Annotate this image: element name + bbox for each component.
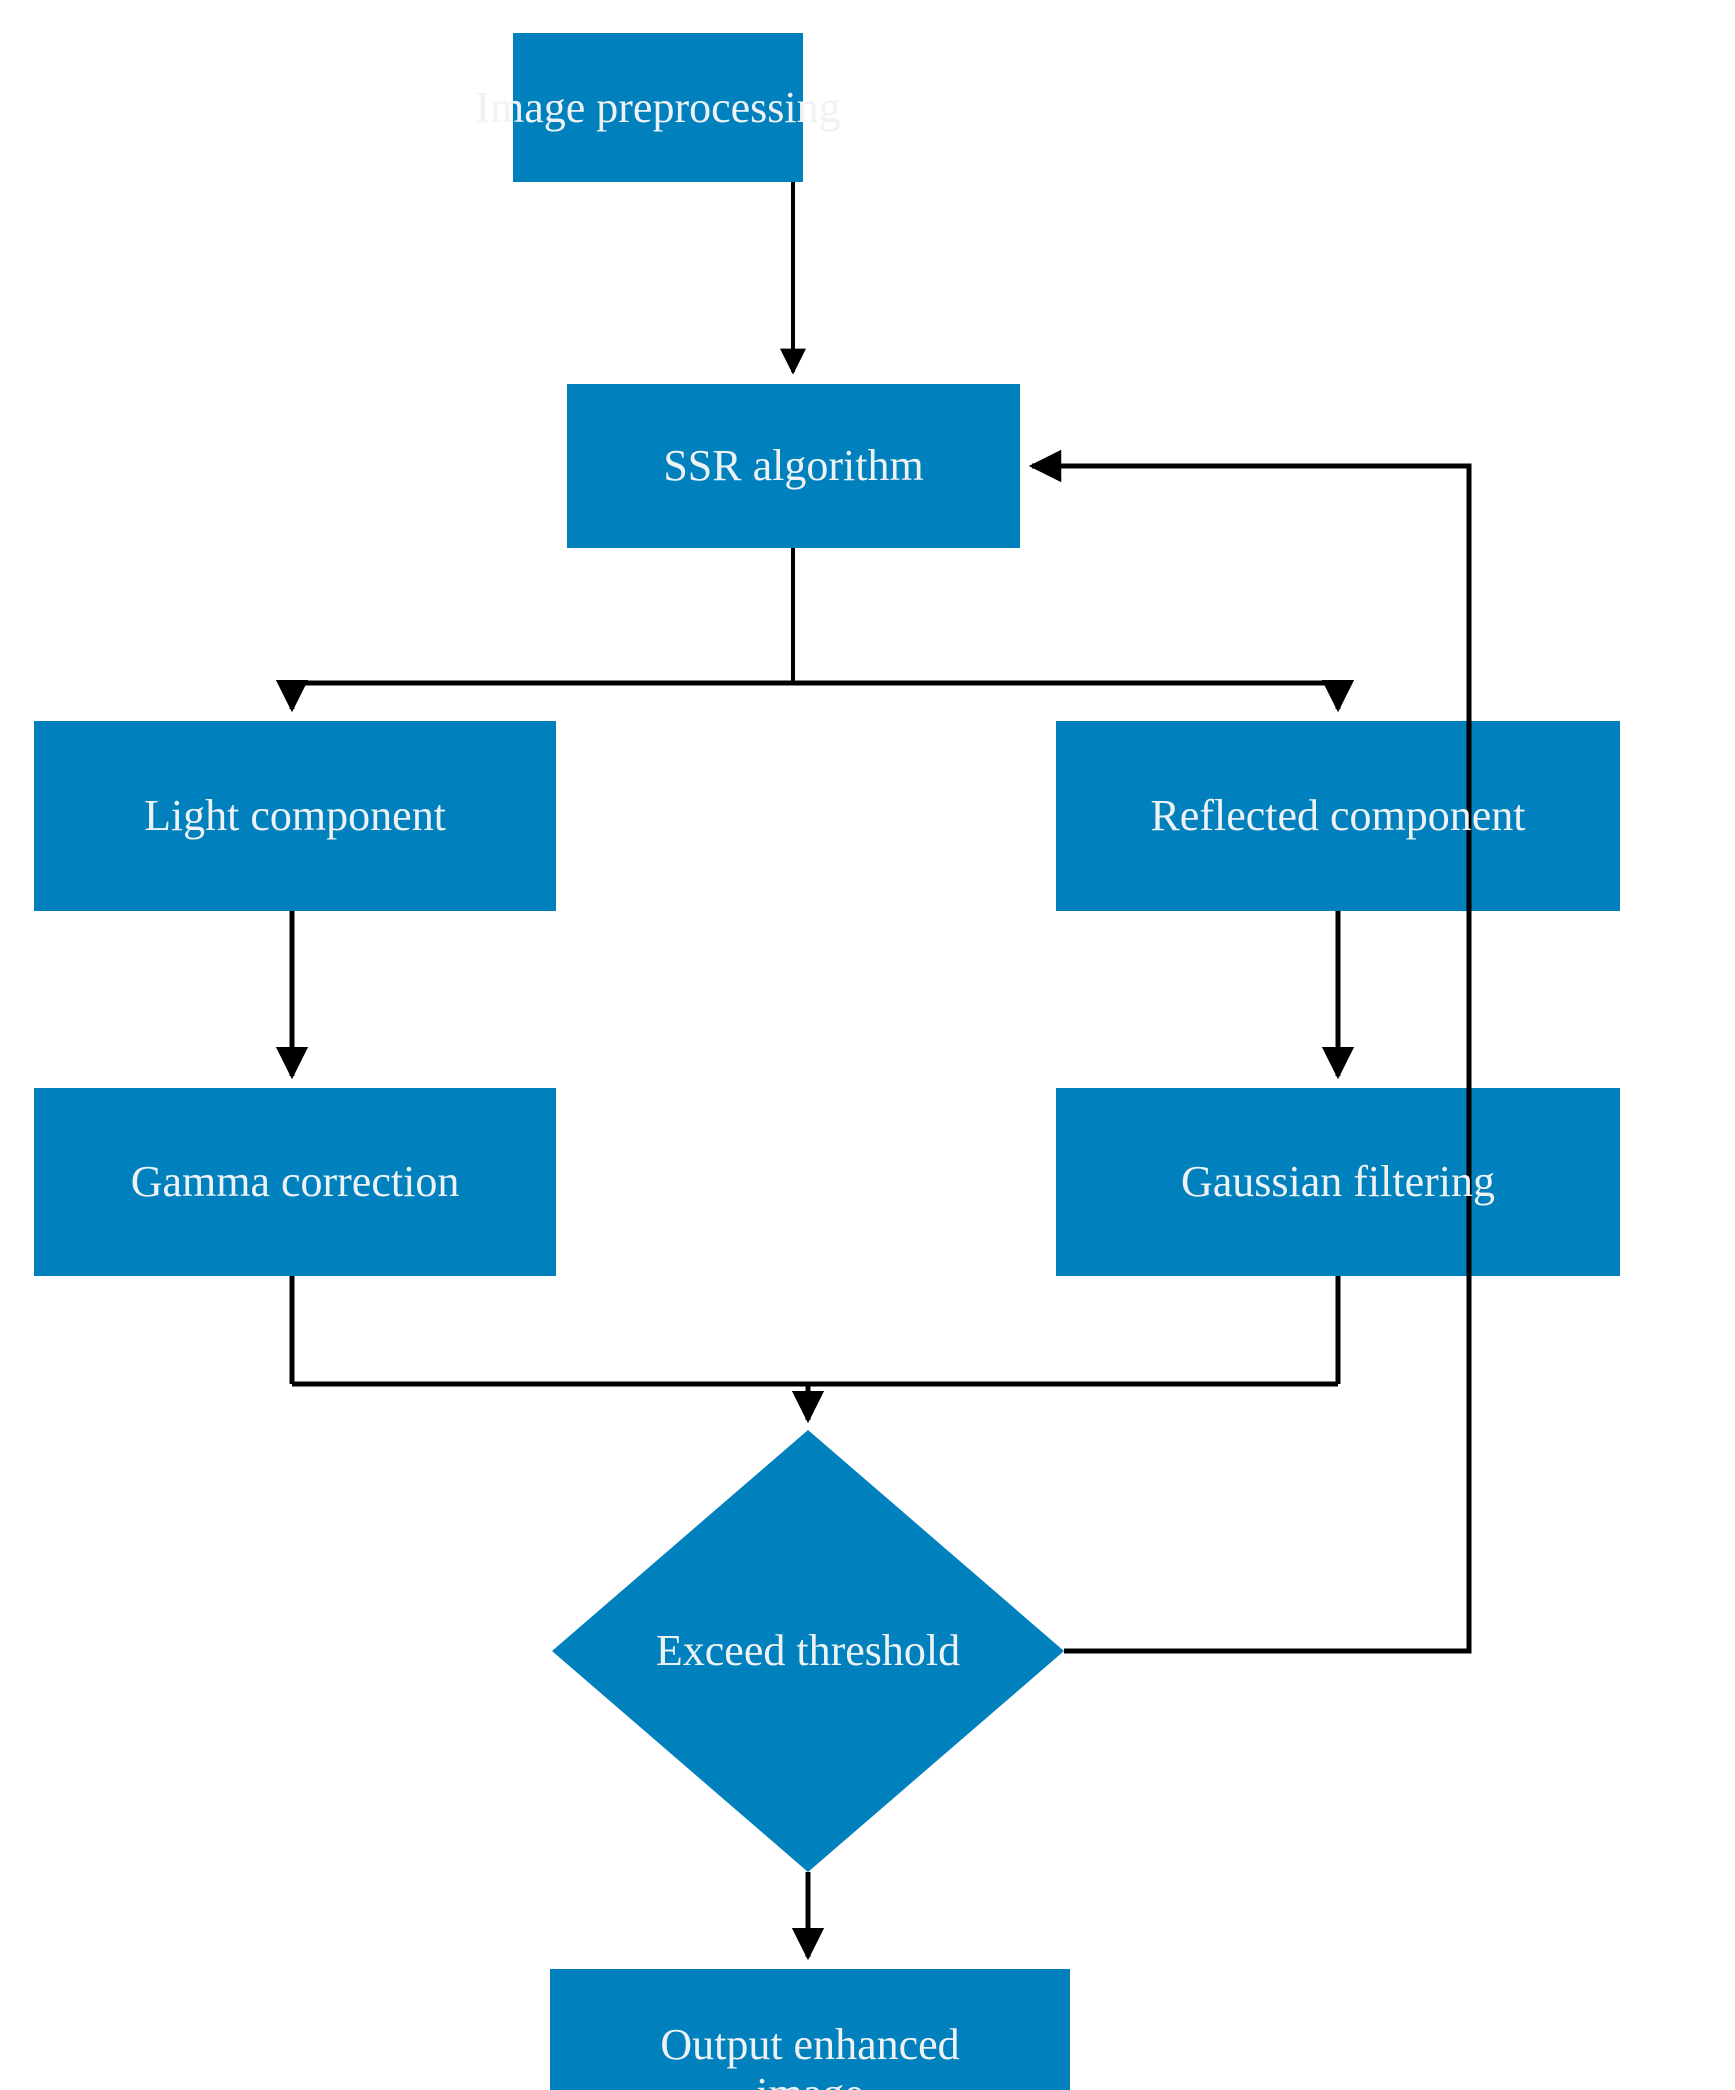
node-shape-reflected-component[interactable] <box>1056 721 1620 911</box>
node-shape-output-enhanced-image[interactable] <box>550 1969 1070 2090</box>
node-shape-light-component[interactable] <box>34 721 556 911</box>
node-shape-exceed-threshold[interactable] <box>552 1430 1064 1872</box>
node-shape-gaussian-filtering[interactable] <box>1056 1088 1620 1276</box>
node-shape-image-preprocessing[interactable] <box>513 33 803 182</box>
node-shape-ssr-algorithm[interactable] <box>567 384 1020 548</box>
connector-threshold-feedback-to-ssr <box>1028 449 1472 1654</box>
node-shape-gamma-correction[interactable] <box>34 1088 556 1276</box>
